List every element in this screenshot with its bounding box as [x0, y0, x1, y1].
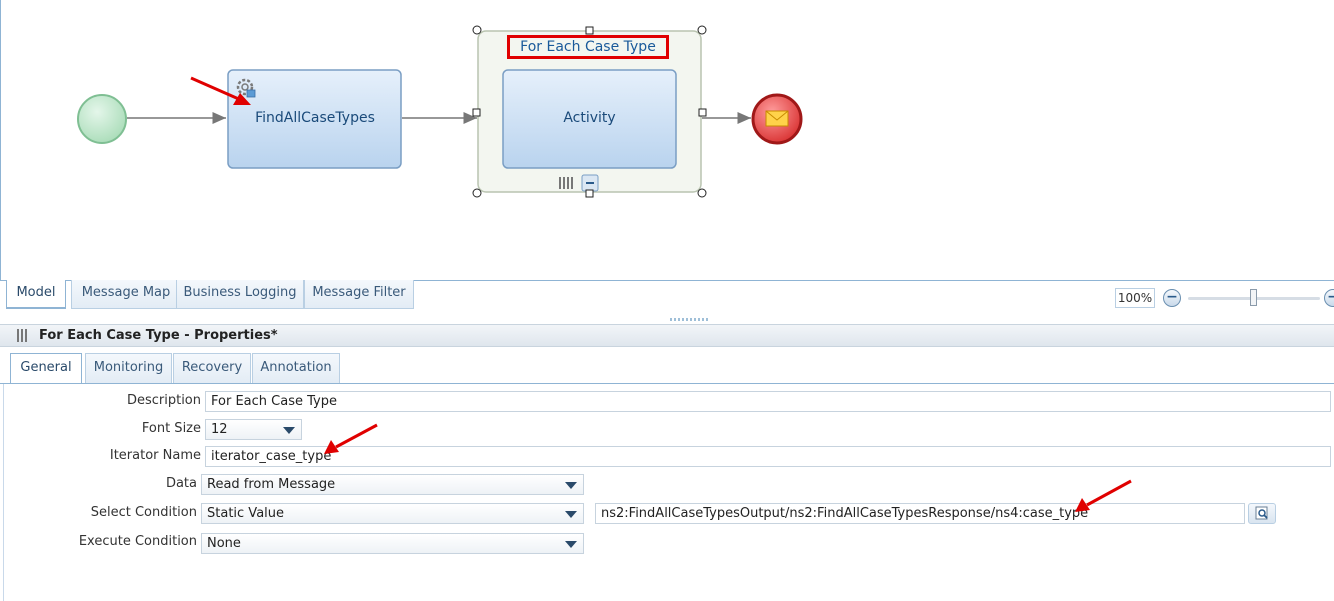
select-condition-value: Static Value — [207, 506, 285, 521]
activity-label: Activity — [563, 110, 616, 126]
description-label: Description — [126, 393, 201, 408]
chevron-down-icon — [565, 482, 577, 489]
select-condition-label: Select Condition — [90, 505, 197, 520]
data-select[interactable]: Read from Message — [201, 474, 584, 495]
foreach-title[interactable]: For Each Case Type — [507, 35, 669, 59]
tab-model[interactable]: Model — [6, 280, 66, 309]
start-event[interactable] — [77, 94, 127, 144]
search-icon — [1255, 506, 1268, 520]
envelope-icon — [765, 110, 789, 127]
select-condition-expression-input[interactable]: ns2:FindAllCaseTypesOutput/ns2:FindAllCa… — [595, 503, 1245, 524]
multi-instance-icon — [559, 177, 573, 189]
tab-recovery[interactable]: Recovery — [173, 353, 251, 383]
selection-handles[interactable] — [472, 25, 707, 198]
zoom-level[interactable]: 100% — [1115, 288, 1155, 308]
activity-box[interactable] — [502, 69, 677, 169]
font-size-label: Font Size — [141, 421, 201, 436]
properties-title: For Each Case Type - Properties* — [39, 328, 278, 343]
chevron-down-icon — [283, 427, 295, 434]
minus-icon: − — [1166, 289, 1178, 305]
tab-divider — [0, 383, 1334, 384]
font-size-value: 12 — [211, 422, 228, 437]
service-task-box[interactable] — [227, 69, 402, 169]
tab-annotation[interactable]: Annotation — [252, 353, 340, 383]
tab-general[interactable]: General — [10, 353, 82, 384]
expression-browse-button[interactable] — [1248, 503, 1276, 524]
zoom-in-button[interactable]: − — [1324, 289, 1334, 307]
collapse-icon[interactable] — [581, 174, 599, 192]
iterator-name-input[interactable]: iterator_case_type — [205, 446, 1331, 467]
execute-condition-value: None — [207, 536, 241, 551]
execute-condition-select[interactable]: None — [201, 533, 584, 554]
tab-message-map[interactable]: Message Map — [71, 280, 181, 309]
multi-instance-icon — [17, 329, 27, 342]
font-size-select[interactable]: 12 — [205, 419, 302, 440]
splitter-handle[interactable] — [670, 318, 710, 321]
chevron-down-icon — [565, 541, 577, 548]
data-value: Read from Message — [207, 477, 336, 492]
chevron-down-icon — [565, 511, 577, 518]
tab-business-logging[interactable]: Business Logging — [176, 280, 304, 309]
properties-header: For Each Case Type - Properties* — [0, 324, 1334, 347]
service-task-label: FindAllCaseTypes — [255, 110, 375, 126]
description-input[interactable]: For Each Case Type — [205, 391, 1331, 412]
plus-icon: − — [1327, 289, 1334, 305]
zoom-slider-thumb[interactable] — [1250, 289, 1257, 306]
general-form — [3, 384, 1334, 601]
tab-message-filter[interactable]: Message Filter — [304, 280, 414, 309]
iterator-name-label: Iterator Name — [109, 448, 201, 463]
data-label: Data — [165, 476, 197, 491]
select-condition-select[interactable]: Static Value — [201, 503, 584, 524]
process-diagram — [77, 25, 803, 198]
execute-condition-label: Execute Condition — [78, 534, 197, 549]
process-canvas[interactable]: FindAllCaseTypes Activity For Each Case … — [0, 0, 1334, 281]
tab-monitoring[interactable]: Monitoring — [85, 353, 172, 383]
zoom-out-button[interactable]: − — [1163, 289, 1181, 307]
